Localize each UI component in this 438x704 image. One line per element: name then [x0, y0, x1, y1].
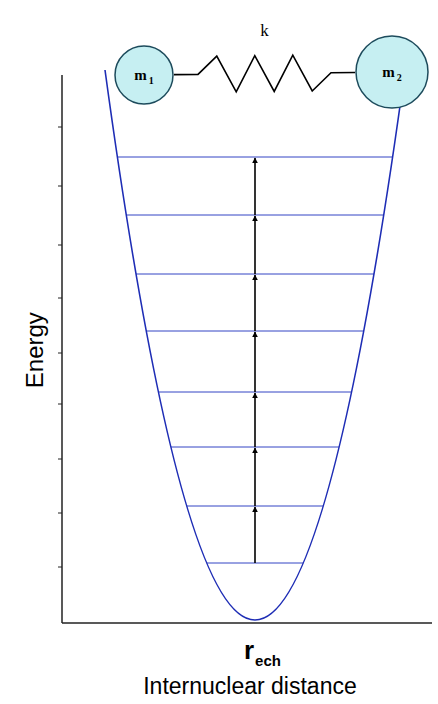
mass-label: m1	[134, 67, 154, 84]
equilibrium-subscript: ech	[255, 653, 281, 670]
equilibrium-symbol: r	[244, 636, 254, 665]
mass-index: 1	[149, 75, 154, 86]
potential-well	[105, 70, 405, 620]
axis-title: Internuclear distance	[143, 674, 357, 699]
axes	[58, 75, 432, 623]
mass-label: m2	[382, 64, 402, 81]
spring-constant: k	[260, 22, 269, 41]
axis-ticks	[58, 127, 62, 567]
energy-levels	[117, 157, 392, 563]
transition-arrows	[254, 158, 256, 563]
spring	[174, 55, 355, 92]
circle-shape	[115, 46, 173, 104]
energy-axis	[61, 75, 63, 623]
distance-axis	[62, 622, 432, 624]
mass-symbol: m	[382, 64, 395, 81]
mass-symbol: m	[134, 67, 147, 84]
circle-shape	[356, 36, 428, 108]
mass-circle: m2	[355, 35, 429, 109]
mass-circle: m1	[114, 45, 174, 105]
mass-index: 2	[397, 72, 402, 83]
axis-title: Energy	[22, 312, 48, 388]
